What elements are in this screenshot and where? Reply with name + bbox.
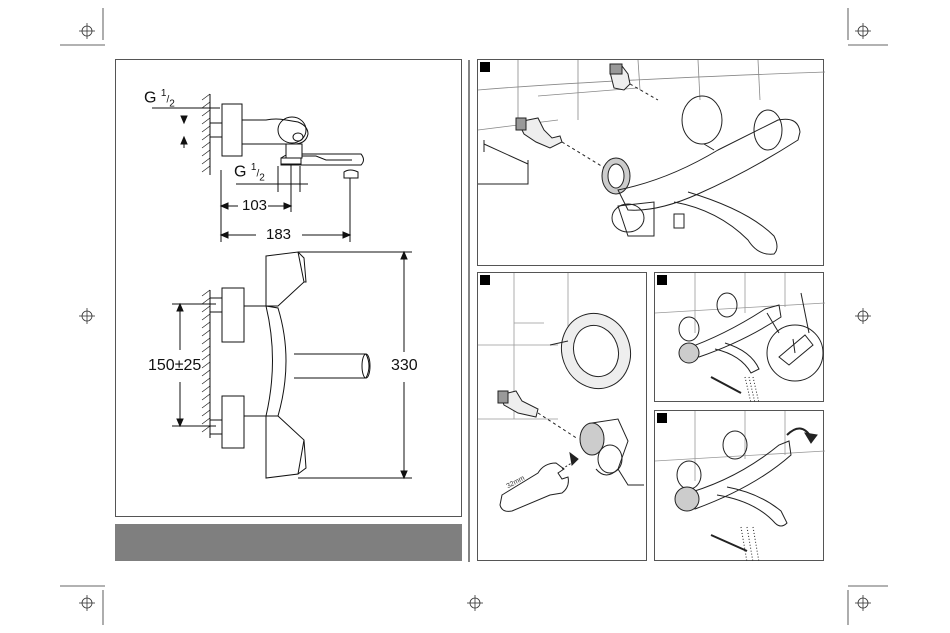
install-step-3-panel — [654, 272, 824, 402]
thread-label-top: G 1/2 — [144, 88, 175, 110]
dimension-183: 183 — [266, 226, 291, 243]
dimension-drawing — [116, 60, 463, 518]
footer-gray-bar — [115, 524, 462, 561]
install-step-4-illustration — [655, 411, 825, 562]
install-step-2-panel: 32mm — [477, 272, 647, 561]
thread-label-mid: G 1/2 — [234, 162, 265, 184]
dimension-330: 330 — [391, 357, 418, 375]
install-step-3-illustration — [655, 273, 825, 403]
install-step-1-panel — [477, 59, 824, 266]
install-step-1-illustration — [478, 60, 825, 267]
dimension-drawing-panel: G 1/2 G 1/2 103 183 150±25 330 — [115, 59, 462, 517]
dimension-103: 103 — [242, 197, 267, 214]
install-step-4-panel — [654, 410, 824, 561]
install-step-2-illustration — [478, 273, 648, 562]
dimension-150-25: 150±25 — [148, 357, 201, 375]
